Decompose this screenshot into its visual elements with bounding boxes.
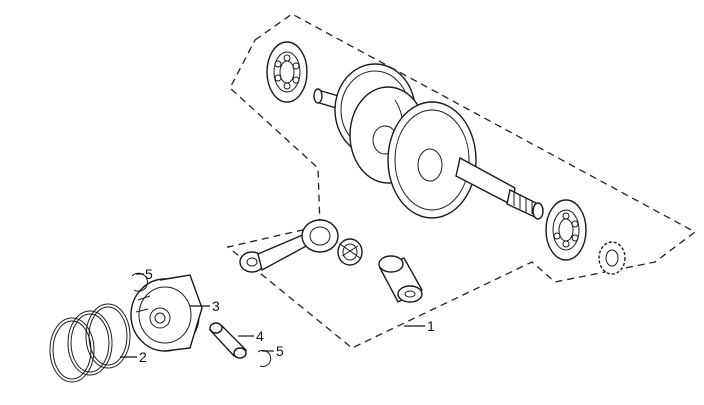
callout-4: 4 bbox=[256, 328, 264, 344]
crank-pin bbox=[378, 255, 423, 303]
callout-1: 1 bbox=[427, 318, 435, 334]
piston-pin bbox=[208, 322, 248, 359]
callout-3: 3 bbox=[212, 298, 220, 314]
circlip-lower bbox=[257, 349, 272, 367]
piston-rings bbox=[49, 303, 131, 383]
connecting-rod bbox=[239, 219, 339, 273]
left-bearing bbox=[266, 41, 308, 103]
callout-2: 2 bbox=[139, 349, 147, 365]
right-bearing bbox=[545, 199, 587, 261]
callout-5-upper: 5 bbox=[145, 266, 153, 282]
assembly-boundary bbox=[226, 13, 697, 349]
piston bbox=[130, 274, 203, 352]
callout-5-lower: 5 bbox=[276, 343, 284, 359]
timing-gear bbox=[598, 241, 626, 275]
crankshaft bbox=[313, 63, 544, 220]
needle-bearing bbox=[337, 238, 363, 266]
